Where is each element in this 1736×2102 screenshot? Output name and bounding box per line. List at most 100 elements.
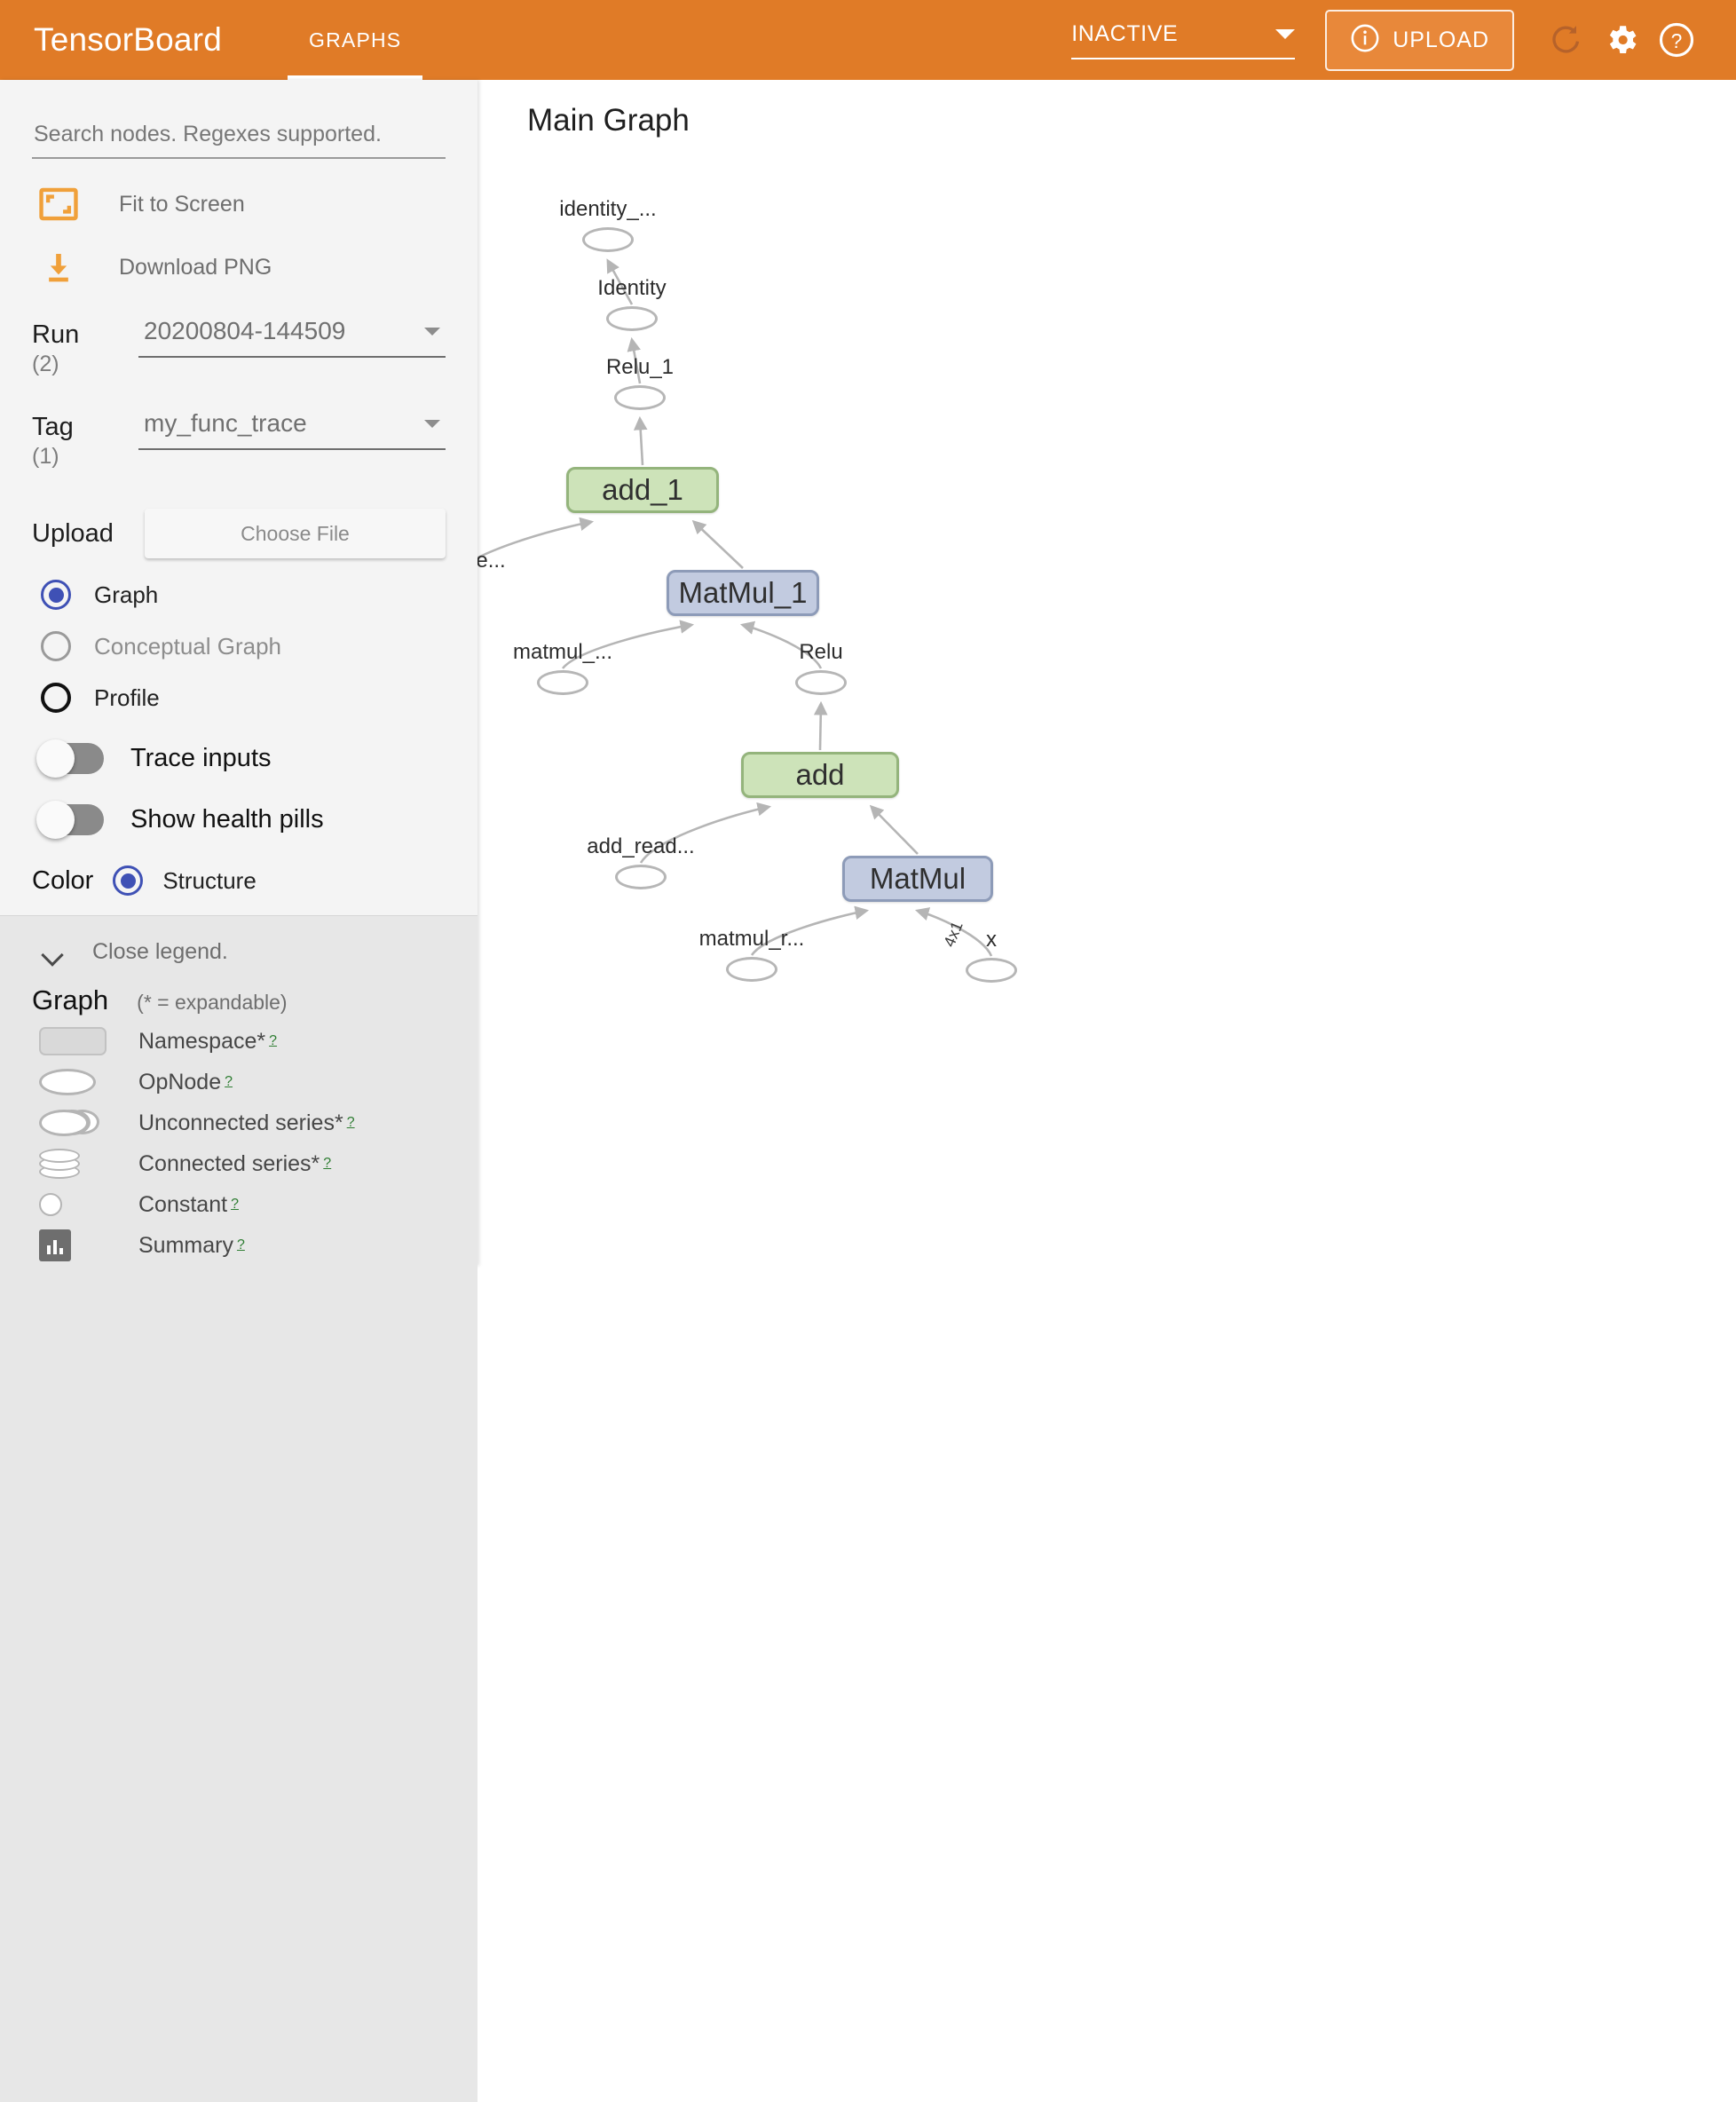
graph-node-add_1[interactable]: add_1 xyxy=(566,467,719,513)
choose-file-button[interactable]: Choose File xyxy=(145,509,446,558)
legend-item-constant: Constant ? xyxy=(32,1189,446,1221)
close-legend-label: Close legend. xyxy=(92,939,228,964)
upload-button[interactable]: UPLOAD xyxy=(1325,9,1514,71)
control-sidebar: Fit to Screen Download PNG Run (2) xyxy=(0,80,477,2102)
radio-profile-indicator xyxy=(41,683,71,713)
tag-label: Tag xyxy=(32,413,74,441)
legend-item-namespace: Namespace* ? xyxy=(32,1025,446,1057)
chevron-down-icon xyxy=(424,327,440,336)
graph-node-Relu[interactable] xyxy=(795,670,847,695)
tag-field: Tag (1) my_func_trace xyxy=(32,409,446,470)
tab-graphs[interactable]: GRAPHS xyxy=(288,0,423,80)
radio-profile[interactable]: Profile xyxy=(32,683,446,713)
legend-heading: Graph xyxy=(32,984,109,1015)
fit-to-screen-icon xyxy=(32,187,85,221)
legend-item-connected-series: Connected series* ? xyxy=(32,1148,446,1180)
radio-conceptual-graph[interactable]: Conceptual Graph xyxy=(32,631,446,661)
page-title: Main Graph xyxy=(527,103,690,138)
nav-tabs: GRAPHS xyxy=(288,0,423,80)
graph-node-add_read[interactable] xyxy=(615,865,667,889)
node-label-Relu_1: Relu_1 xyxy=(605,355,675,379)
radio-structure-label: Structure xyxy=(162,866,256,894)
graph-node-Relu_1[interactable] xyxy=(614,385,666,410)
summary-swatch-icon xyxy=(32,1229,138,1261)
connected-series-swatch-icon xyxy=(32,1149,138,1179)
run-status-label: INACTIVE xyxy=(1071,20,1179,46)
run-status-dropdown[interactable]: INACTIVE xyxy=(1071,20,1296,59)
refresh-icon[interactable] xyxy=(1539,12,1594,67)
node-label-identity_1: identity_... xyxy=(559,197,657,221)
search-input[interactable] xyxy=(32,121,446,148)
app-header: TensorBoard GRAPHS INACTIVE UPLOAD xyxy=(0,0,1736,80)
radio-graph-label: Graph xyxy=(94,581,159,608)
graph-node-MatMul_1[interactable]: MatMul_1 xyxy=(667,570,819,616)
graph-edge-Identity-to-identity_1 xyxy=(606,258,634,305)
sidebar-divider xyxy=(0,915,477,916)
run-field-label: Run (2) xyxy=(32,317,138,377)
graph-node-matmul_read[interactable] xyxy=(726,957,777,982)
legend-panel: Close legend. Graph (* = expandable) Nam… xyxy=(0,916,477,2102)
graph-node-identity_1[interactable] xyxy=(582,227,634,252)
help-link[interactable]: ? xyxy=(323,1156,332,1171)
tag-select[interactable]: my_func_trace xyxy=(138,409,446,450)
graph-edge-matmul_read-to-MatMul xyxy=(750,905,870,956)
graph-edge-MatMul-to-add xyxy=(869,804,919,855)
run-select[interactable]: 20200804-144509 xyxy=(138,317,446,358)
chevron-down-icon xyxy=(424,419,440,428)
radio-graph[interactable]: Graph xyxy=(32,580,446,610)
sidebar-controls: Fit to Screen Download PNG Run (2) xyxy=(0,121,477,915)
graph-edge-matmul_1_read-to-MatMul_1 xyxy=(561,620,695,669)
legend-item-label: Constant xyxy=(138,1191,228,1217)
graph-node-matmul_1_read[interactable] xyxy=(537,670,588,695)
legend-item-label: Namespace* xyxy=(138,1028,266,1054)
header-actions: INACTIVE UPLOAD xyxy=(1071,9,1736,71)
unconnected-series-swatch-icon xyxy=(32,1109,138,1137)
download-png-action[interactable]: Download PNG xyxy=(32,249,446,285)
help-link[interactable]: ? xyxy=(225,1074,233,1089)
trace-inputs-label: Trace inputs xyxy=(130,744,272,772)
graph-node-MatMul[interactable]: MatMul xyxy=(842,856,993,902)
graph-edge-add_1_read-to-add_1 xyxy=(477,517,595,560)
legend-item-label: Summary xyxy=(138,1232,233,1258)
toggle-show-health-pills[interactable]: Show health pills xyxy=(32,801,446,839)
radio-structure-indicator[interactable] xyxy=(113,865,144,896)
legend-item-unconnected-series: Unconnected series* ? xyxy=(32,1107,446,1139)
svg-text:?: ? xyxy=(1671,29,1683,52)
graph-node-x[interactable] xyxy=(966,958,1017,983)
tag-select-value: my_func_trace xyxy=(144,409,307,437)
graph-edge-Relu_1-to-Identity xyxy=(627,336,642,384)
node-label-Relu: Relu xyxy=(799,640,843,664)
show-health-pills-switch[interactable] xyxy=(36,801,104,839)
fit-to-screen-action[interactable]: Fit to Screen xyxy=(32,187,446,221)
help-link[interactable]: ? xyxy=(269,1033,278,1048)
toggle-trace-inputs[interactable]: Trace inputs xyxy=(32,739,446,778)
run-label: Run xyxy=(32,320,80,349)
graph-node-Identity[interactable] xyxy=(606,306,658,331)
legend-item-label: Connected series* xyxy=(138,1150,320,1176)
search-box[interactable] xyxy=(32,121,446,159)
trace-inputs-switch[interactable] xyxy=(36,739,104,778)
run-select-value: 20200804-144509 xyxy=(144,317,346,344)
gear-icon[interactable] xyxy=(1594,12,1649,67)
chevron-down-icon xyxy=(44,947,64,958)
info-icon xyxy=(1350,23,1380,58)
run-field: Run (2) 20200804-144509 xyxy=(32,317,446,377)
node-label-add_read: add_read... xyxy=(587,834,695,858)
legend-expandable-note: (* = expandable) xyxy=(137,991,288,1014)
node-label-add_1_read: add_1_re... xyxy=(477,549,506,573)
radio-graph-indicator xyxy=(41,580,71,610)
download-png-label: Download PNG xyxy=(119,254,272,280)
run-count: (2) xyxy=(32,352,59,376)
help-link[interactable]: ? xyxy=(346,1115,355,1130)
chevron-down-icon xyxy=(1275,28,1296,39)
help-link[interactable]: ? xyxy=(236,1237,245,1253)
graph-node-add[interactable]: add xyxy=(741,752,899,798)
node-label-matmul_1_read: matmul_... xyxy=(512,640,613,664)
legend-heading-row: Graph (* = expandable) xyxy=(32,984,446,1016)
download-icon xyxy=(32,249,85,285)
help-link[interactable]: ? xyxy=(231,1197,239,1212)
help-icon[interactable]: ? xyxy=(1649,12,1704,67)
app-brand: TensorBoard xyxy=(34,21,222,58)
close-legend-button[interactable]: Close legend. xyxy=(32,916,446,965)
